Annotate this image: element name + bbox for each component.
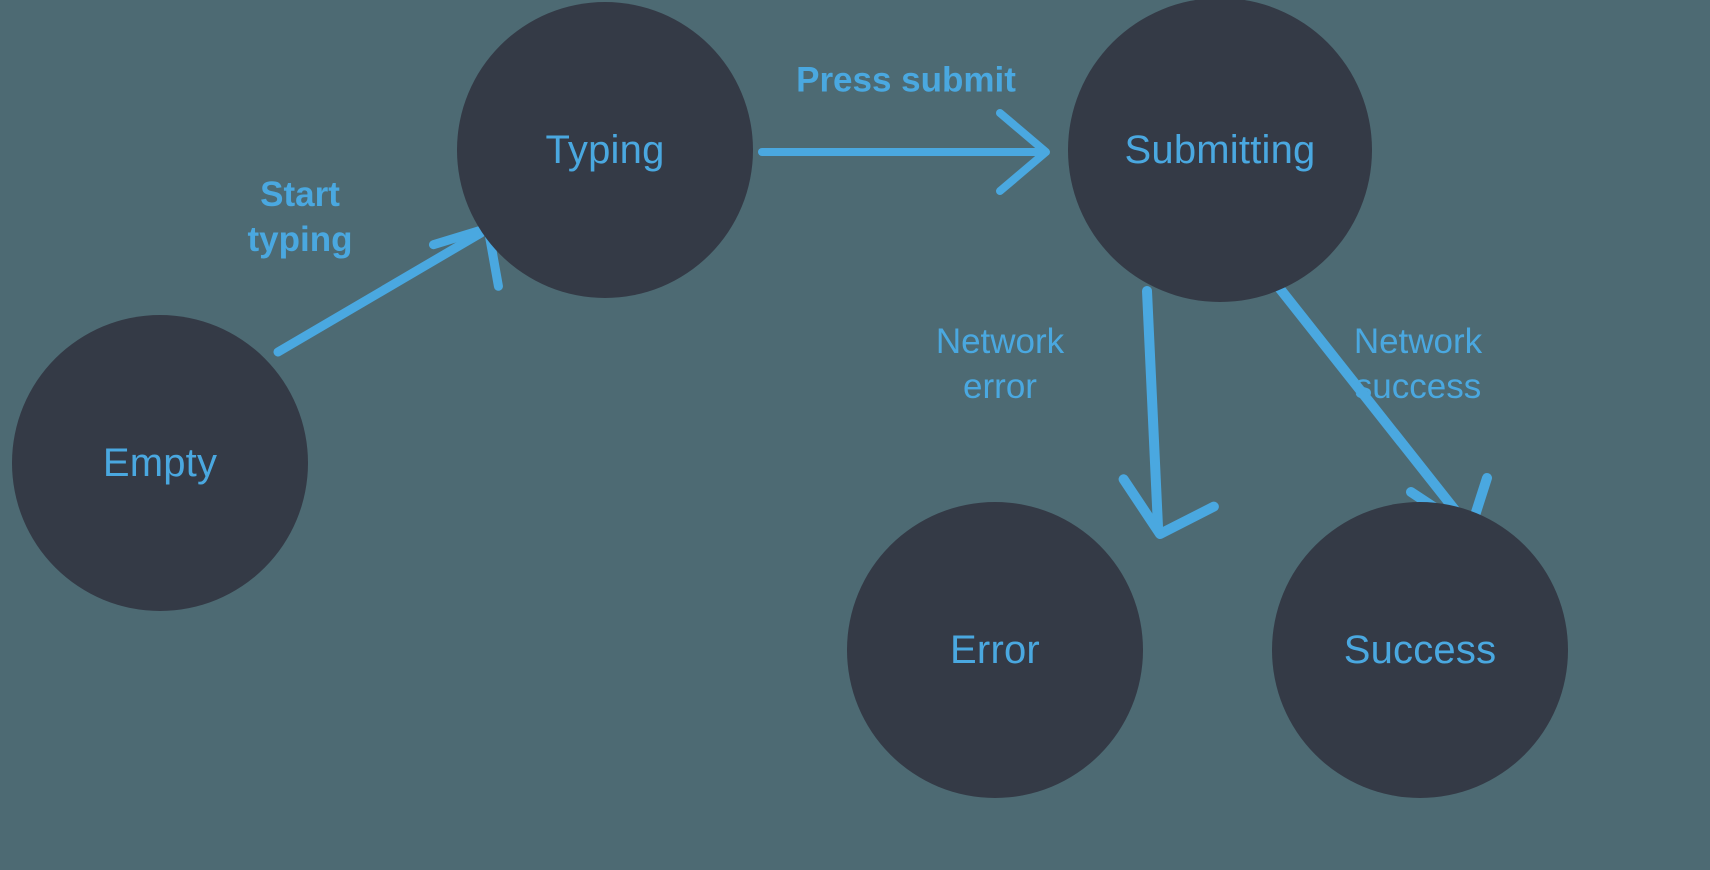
edge-network-error-arrowhead — [1118, 474, 1219, 539]
state-label-submitting: Submitting — [1124, 128, 1316, 172]
state-label-error: Error — [950, 628, 1040, 672]
edge-label-network-error: Network error — [935, 322, 1065, 406]
state-node-typing[interactable]: Typing — [457, 2, 753, 298]
state-node-success[interactable]: Success — [1272, 502, 1568, 798]
edge-network-error — [1118, 286, 1219, 539]
state-node-submitting[interactable]: Submitting — [1068, 0, 1372, 302]
state-label-empty: Empty — [102, 441, 218, 485]
edge-start-typing-line — [273, 228, 486, 357]
edge-label-press-submit: Press submit — [796, 60, 1016, 100]
edge-press-submit — [758, 109, 1050, 195]
edge-label-network-success: Network success — [1353, 322, 1483, 406]
edge-label-start-typing: Start typing — [247, 175, 353, 259]
state-label-typing: Typing — [545, 128, 665, 172]
edge-press-submit-arrowhead — [996, 109, 1050, 195]
state-node-empty[interactable]: Empty — [12, 315, 308, 611]
edge-network-success-line — [1272, 280, 1471, 529]
state-label-success: Success — [1343, 628, 1497, 672]
edge-network-error-line — [1142, 286, 1163, 532]
state-node-error[interactable]: Error — [847, 502, 1143, 798]
